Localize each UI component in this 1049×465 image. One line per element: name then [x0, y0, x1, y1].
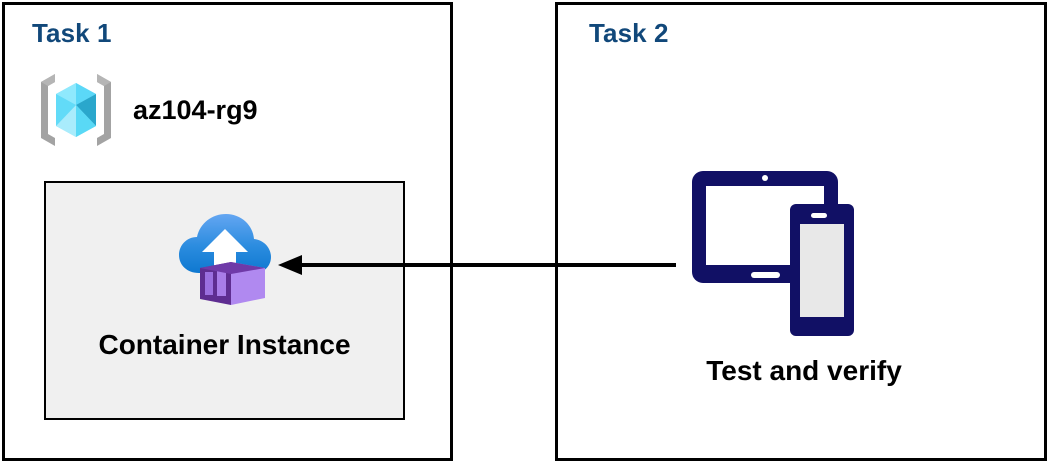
resource-group-label: az104-rg9 [133, 94, 258, 125]
tablet-and-phone-icon [692, 171, 854, 336]
container-instance-box: Container Instance [44, 181, 405, 420]
task-2-title: Task 2 [589, 18, 669, 48]
container-instance-label: Container Instance [98, 329, 351, 360]
azure-resource-group-icon [41, 74, 111, 146]
test-and-verify-label: Test and verify [706, 355, 902, 386]
task-1-panel: Task 1 az104-rg9 [2, 2, 453, 461]
task-2-panel: Task 2 Test and verify [555, 2, 1047, 461]
task-1-title: Task 1 [32, 18, 112, 48]
resource-group-row: az104-rg9 [33, 67, 258, 153]
azure-container-instance-icon [178, 214, 271, 305]
